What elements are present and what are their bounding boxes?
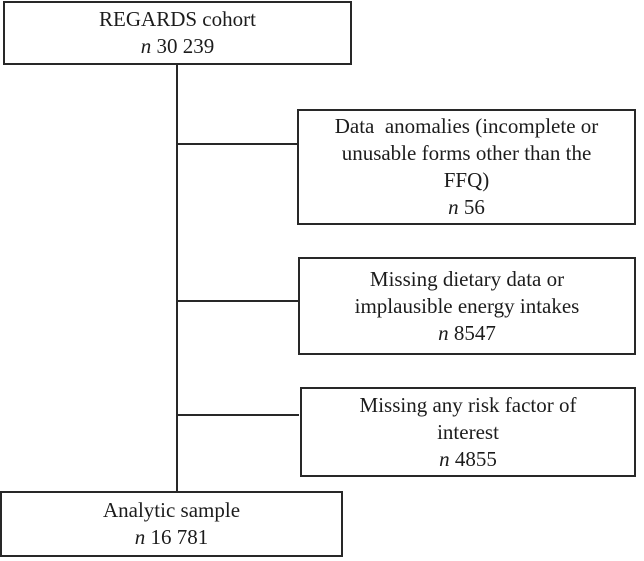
n-count: 56	[463, 195, 485, 219]
n-count: 16 781	[150, 525, 209, 549]
analytic-sample-box: Analytic sample n 16 781	[0, 491, 343, 557]
analytic-box-title: Analytic sample	[102, 498, 241, 522]
exclusion-box-data-anomalies: Data anomalies (incomplete or unusable f…	[297, 109, 636, 225]
branch-connector-3	[177, 414, 299, 416]
cohort-box-title: REGARDS cohort	[99, 7, 256, 31]
analytic-sample-size: n 16 781	[135, 524, 209, 551]
exclusion-text-line: FFQ)	[443, 168, 490, 192]
n-count: 30 239	[156, 34, 215, 58]
exclusion-text-line: Missing any risk factor of	[359, 392, 577, 417]
branch-connector-2	[177, 300, 299, 302]
flow-connector-vertical	[176, 65, 178, 491]
n-count: 4855	[454, 446, 497, 471]
exclusion-text-line: unusable forms other than the	[341, 141, 592, 165]
exclusion-sample-size: n 8547	[438, 320, 496, 347]
exclusion-text-line: Missing dietary data or	[369, 266, 565, 291]
cohort-box: REGARDS cohort n 30 239	[3, 1, 352, 65]
exclusion-sample-size: n 56	[448, 194, 485, 221]
n-symbol: n	[438, 320, 449, 345]
exclusion-box-missing-dietary: Missing dietary data or implausible ener…	[298, 257, 636, 355]
n-symbol: n	[448, 195, 459, 219]
branch-connector-1	[177, 143, 299, 145]
exclusion-box-missing-risk-factor: Missing any risk factor of interest n 48…	[300, 387, 636, 477]
cohort-sample-size: n 30 239	[141, 33, 215, 60]
n-symbol: n	[134, 525, 146, 549]
exclusion-text-line: Data anomalies (incomplete or	[334, 114, 599, 138]
exclusion-sample-size: n 4855	[439, 446, 497, 473]
n-symbol: n	[140, 34, 152, 58]
exclusion-text-line: implausible energy intakes	[354, 293, 580, 318]
n-count: 8547	[453, 320, 496, 345]
exclusion-text-line: interest	[437, 419, 499, 444]
n-symbol: n	[439, 446, 450, 471]
